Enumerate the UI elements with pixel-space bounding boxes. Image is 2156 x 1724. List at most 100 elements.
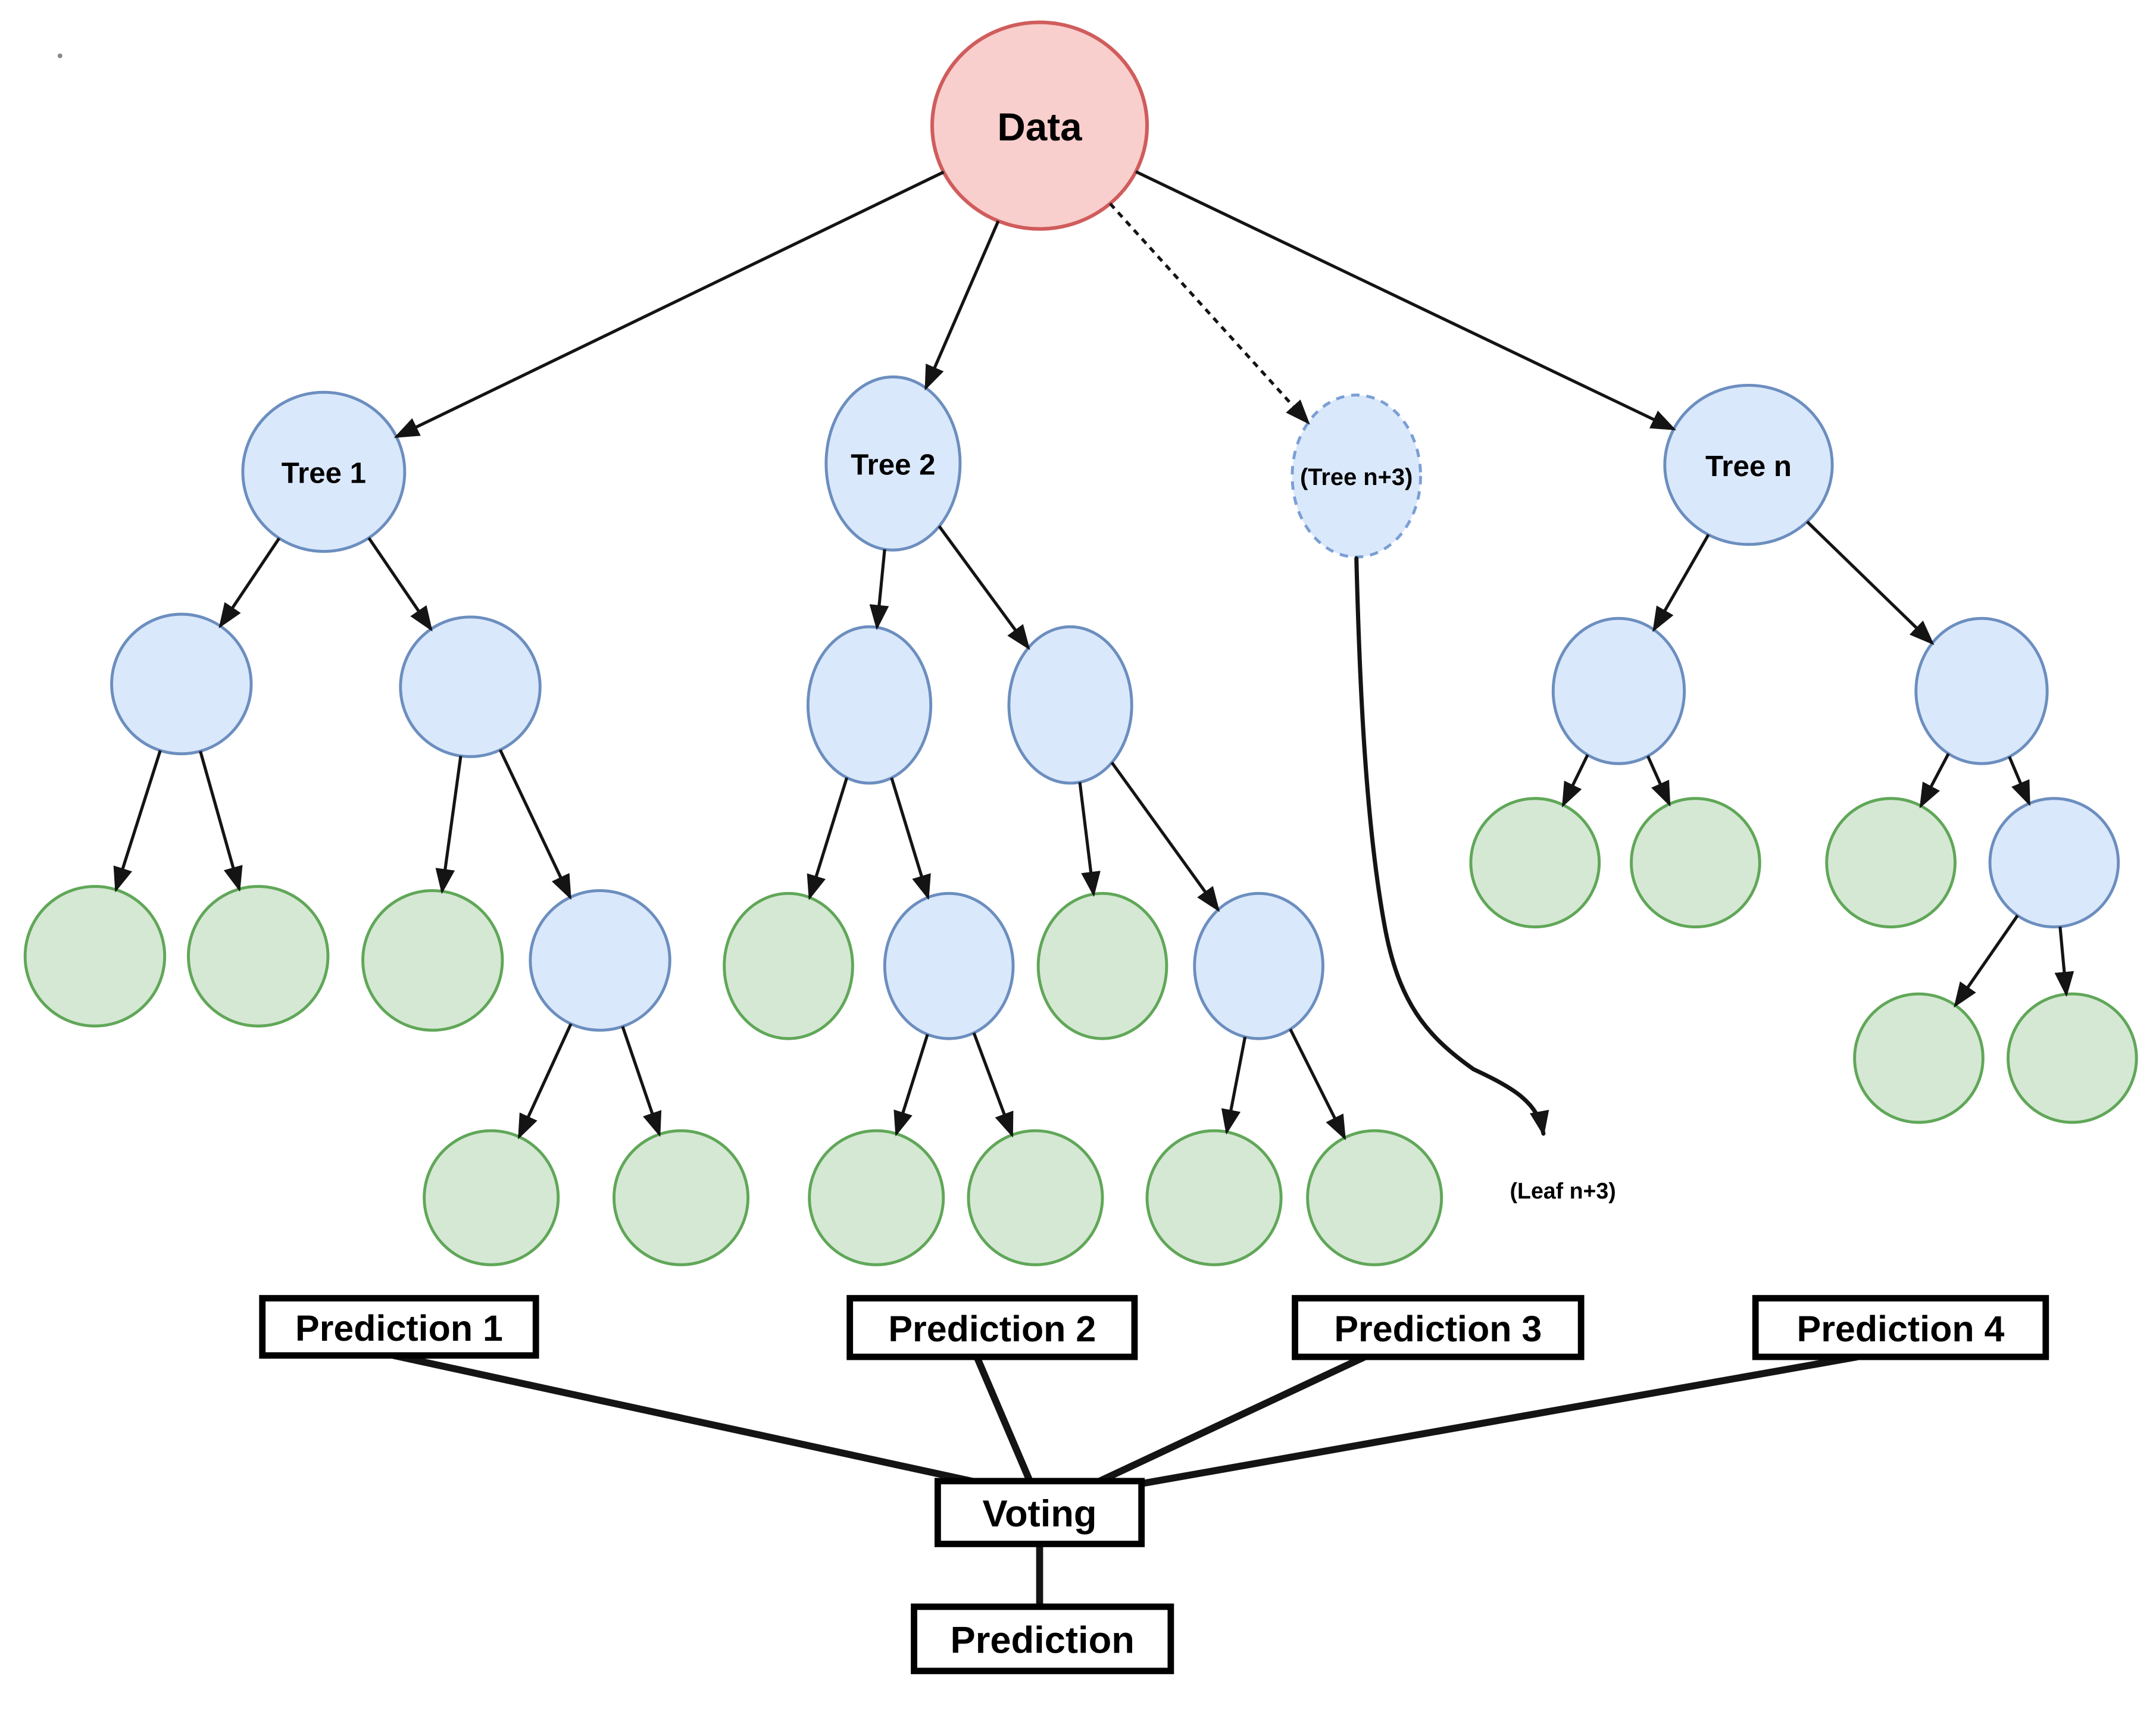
- prediction-4-label: Prediction 4: [1797, 1309, 2005, 1349]
- edge-arrow: [2054, 926, 2074, 997]
- leaf-node-shape: [361, 889, 504, 1032]
- leaf-node-shape: [613, 1129, 750, 1266]
- node-data: Data: [930, 20, 1149, 231]
- node-treen-shape: [1663, 383, 1834, 546]
- leaf-node: [808, 1129, 945, 1266]
- prediction-final-box-shape: [911, 1603, 1174, 1675]
- internal-node: [1007, 625, 1133, 785]
- leaf-node-shape: [1306, 1129, 1443, 1266]
- leaf-node: [361, 889, 504, 1032]
- edge-arrow: [2008, 756, 2031, 806]
- node-tree2-shape: [824, 375, 962, 552]
- internal-node: [399, 615, 542, 758]
- node-label: Tree 2: [851, 449, 935, 481]
- edge-arrow: [218, 537, 281, 628]
- internal-node-shape: [110, 612, 253, 756]
- edge-arrow: [1078, 782, 1101, 897]
- leaf-node-shape: [1145, 1129, 1283, 1266]
- edge-arrow: [1110, 761, 1220, 912]
- node-label: Tree n: [1705, 450, 1792, 483]
- edge-arrow: [1954, 914, 2019, 1008]
- leaf-node: [1825, 797, 1957, 929]
- edge-arrow: [869, 549, 889, 630]
- edge-arrow: [807, 777, 849, 900]
- internal-node: [883, 891, 1015, 1040]
- tree-edges-layer: [113, 170, 2074, 1141]
- edge-arrow: [972, 1032, 1014, 1138]
- leaf-node-shape: [723, 891, 854, 1040]
- leaf-node: [723, 891, 854, 1040]
- leaf-node-shape: [1469, 797, 1601, 929]
- edge-arrow: [1806, 520, 1935, 645]
- edge-arrow: [1646, 755, 1671, 807]
- leaf-node: [23, 885, 167, 1028]
- prediction-3-box-shape: [1292, 1295, 1585, 1360]
- leaf-node-shape: [1853, 992, 1985, 1124]
- node-label: (Tree n+3): [1300, 464, 1413, 490]
- internal-node: [110, 612, 253, 756]
- edge-arrow: [498, 749, 572, 900]
- leaf-node: [1630, 797, 1761, 929]
- internal-node-shape: [1193, 891, 1324, 1040]
- prediction-3-box: Prediction 3: [1292, 1295, 1585, 1360]
- edge-arrow: [1652, 534, 1710, 633]
- node-tree2: Tree 2: [824, 375, 962, 552]
- internal-node: [1988, 797, 2120, 929]
- prediction-4-box: Prediction 4: [1752, 1295, 2049, 1360]
- connector-line: [1139, 1353, 1858, 1488]
- edge-arrow: [1135, 170, 1677, 431]
- edge-arrow: [1919, 753, 1950, 809]
- leaf-node-shape: [187, 885, 330, 1028]
- voting-box-shape: [935, 1478, 1145, 1547]
- node-tree1-shape: [241, 390, 407, 553]
- internal-node-shape: [1007, 625, 1133, 785]
- connector-line: [973, 1355, 1033, 1483]
- leaf-node: [423, 1129, 560, 1266]
- node-label: Data: [997, 105, 1082, 149]
- connector-lines-layer: [392, 1351, 1858, 1607]
- edge-arrow: [199, 750, 243, 892]
- internal-node-shape: [806, 625, 933, 785]
- prediction-1-box: Prediction 1: [259, 1295, 539, 1359]
- leaf-node: [1036, 891, 1168, 1040]
- prediction-final-label: Prediction: [951, 1619, 1135, 1661]
- node-treen3: (Tree n+3): [1291, 393, 1422, 559]
- edge-arrow: [1221, 1036, 1247, 1135]
- node-data-shape: [930, 20, 1149, 231]
- leaf-node: [2007, 992, 2138, 1124]
- voting-label: Voting: [982, 1493, 1096, 1535]
- internal-node: [529, 889, 671, 1032]
- prediction-3-label: Prediction 3: [1334, 1309, 1542, 1349]
- internal-node: [1193, 891, 1324, 1040]
- internal-node-shape: [1988, 797, 2120, 929]
- leaf-node-shape: [967, 1129, 1104, 1266]
- edge-arrow: [621, 1026, 662, 1137]
- edge-arrow: [1289, 1028, 1346, 1141]
- edge-arrow: [517, 1023, 573, 1140]
- voting-box: Voting: [935, 1478, 1145, 1547]
- connector-line: [1098, 1353, 1367, 1485]
- prediction-final-box: Prediction: [911, 1603, 1174, 1675]
- edge-arrow: [893, 1034, 929, 1137]
- label-leaf-n3: (Leaf n+3): [1510, 1178, 1616, 1203]
- leaf-node: [967, 1129, 1104, 1266]
- prediction-2-label: Prediction 2: [888, 1309, 1096, 1349]
- leaf-node-shape: [1825, 797, 1957, 929]
- leaf-node: [1306, 1129, 1443, 1266]
- internal-node-shape: [529, 889, 671, 1032]
- leaf-node-shape: [808, 1129, 945, 1266]
- internal-node: [1914, 617, 2049, 765]
- node-label: Tree 1: [282, 457, 366, 490]
- leaf-node-shape: [1036, 891, 1168, 1040]
- artifact-dot: [57, 53, 63, 58]
- prediction-2-box-shape: [846, 1295, 1138, 1360]
- internal-node: [1551, 617, 1686, 765]
- leaf-node-shape: [423, 1129, 560, 1266]
- internal-node-shape: [883, 891, 1015, 1040]
- connector-line: [392, 1351, 979, 1486]
- leaf-node: [187, 885, 330, 1028]
- edge-arrow: [890, 777, 931, 900]
